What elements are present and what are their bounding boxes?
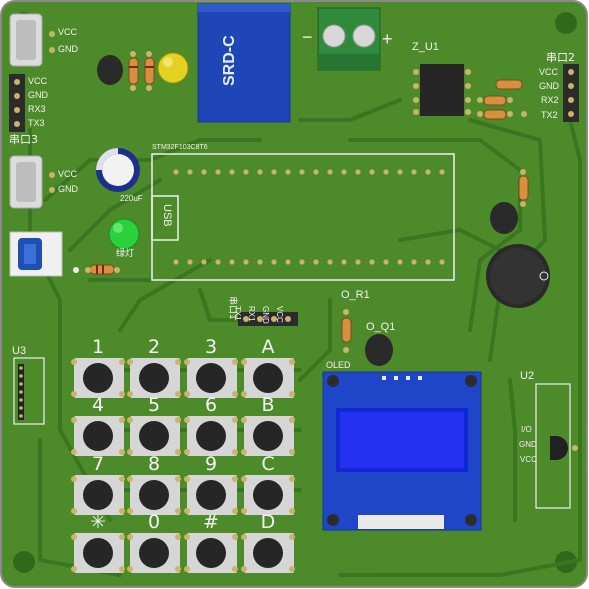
transistor bbox=[365, 334, 393, 366]
keypad-label-6: 6 bbox=[204, 394, 218, 416]
keypad-label-9: 9 bbox=[204, 453, 218, 475]
yellow-led bbox=[157, 52, 189, 84]
keypad-label-2: 2 bbox=[147, 336, 161, 358]
u2-pin-vcc: VCC bbox=[520, 455, 537, 464]
resistor bbox=[477, 109, 513, 120]
keypad-label-1: 1 bbox=[91, 336, 105, 358]
z-u1-chip bbox=[420, 64, 464, 116]
o-r1-label: O_R1 bbox=[341, 289, 370, 301]
transistor bbox=[490, 202, 518, 234]
resistor bbox=[144, 51, 155, 91]
keypad-label-4: 4 bbox=[91, 394, 105, 416]
keypad-label-A: A bbox=[261, 336, 275, 358]
keypad-label-7: 7 bbox=[91, 453, 105, 475]
resistor bbox=[518, 169, 529, 207]
ser2-title: 串口2 bbox=[546, 51, 575, 64]
keypad-button-B[interactable] bbox=[241, 416, 295, 456]
resistor bbox=[495, 79, 523, 90]
oled-display bbox=[322, 371, 482, 531]
keypad-label-hash: # bbox=[203, 511, 219, 533]
keypad-button-9[interactable] bbox=[184, 475, 238, 515]
resistor bbox=[85, 264, 120, 275]
keypad bbox=[71, 358, 295, 573]
ser1-title: 串口1 bbox=[227, 296, 237, 320]
terminal-plus: + bbox=[382, 29, 393, 49]
mount-hole bbox=[13, 551, 35, 573]
relay bbox=[197, 3, 291, 123]
u2-label: U2 bbox=[520, 370, 535, 382]
keypad-label-3: 3 bbox=[204, 336, 218, 358]
green-led-label: 绿灯 bbox=[116, 249, 135, 259]
serial2-header bbox=[563, 64, 579, 122]
gnd1-label: GND bbox=[58, 44, 78, 54]
vcc1-label: VCC bbox=[58, 27, 78, 37]
u3-label: U3 bbox=[12, 345, 27, 357]
ser2-rx-label: RX2 bbox=[541, 95, 559, 105]
keypad-button-2[interactable] bbox=[127, 358, 181, 398]
serial1-header bbox=[238, 312, 298, 326]
serial1-labels: TX1 RX1 GND VCC bbox=[233, 290, 299, 324]
ser3-vcc-label: VCC bbox=[28, 76, 48, 86]
keypad-button-6[interactable] bbox=[184, 416, 238, 456]
keypad-button-0[interactable] bbox=[127, 533, 181, 573]
keypad-button-A[interactable] bbox=[241, 358, 295, 398]
capacitor-label: 220uF bbox=[120, 194, 143, 203]
keypad-button-4[interactable] bbox=[71, 416, 125, 456]
keypad-button-5[interactable] bbox=[127, 416, 181, 456]
z-u1-label: Z_U1 bbox=[412, 41, 439, 53]
keypad-label-8: 8 bbox=[147, 453, 161, 475]
u2-sensor bbox=[535, 383, 578, 509]
resistor bbox=[128, 51, 139, 91]
u2-pin-gnd: GND bbox=[519, 440, 537, 449]
keypad-label-star: ✳ bbox=[90, 511, 106, 533]
o-q1-label: O_Q1 bbox=[366, 321, 396, 333]
keypad-button-✳[interactable] bbox=[71, 533, 125, 573]
ser2-gnd-label: GND bbox=[539, 81, 559, 91]
keypad-button-7[interactable] bbox=[71, 475, 125, 515]
capacitor-220uf bbox=[96, 148, 140, 192]
keypad-label-5: 5 bbox=[147, 394, 161, 416]
keypad-label-C: C bbox=[261, 453, 275, 475]
u2-pin-io: I/O bbox=[521, 425, 532, 434]
terminal-minus: − bbox=[302, 27, 313, 47]
vcc2-label: VCC bbox=[58, 169, 78, 179]
resistor bbox=[341, 309, 352, 353]
keypad-button-8[interactable] bbox=[127, 475, 181, 515]
keypad-button-D[interactable] bbox=[241, 533, 295, 573]
keypad-button-C[interactable] bbox=[241, 475, 295, 515]
mcu-pins bbox=[173, 169, 445, 265]
ser2-vcc-label: VCC bbox=[539, 67, 559, 77]
keypad-label-B: B bbox=[261, 394, 275, 416]
serial3-header bbox=[9, 74, 25, 132]
usb-label: USB bbox=[161, 204, 173, 227]
ser2-tx-label: TX2 bbox=[541, 110, 558, 120]
gnd2-label: GND bbox=[58, 184, 78, 194]
ser3-gnd-label: GND bbox=[28, 90, 48, 100]
green-led bbox=[108, 218, 140, 250]
relay-label: SRD-C bbox=[221, 35, 238, 86]
keypad-label-0: 0 bbox=[147, 511, 161, 533]
ser1-pin-gnd: GND bbox=[261, 306, 270, 324]
resistor bbox=[477, 95, 513, 106]
keypad-button-1[interactable] bbox=[71, 358, 125, 398]
oled-label: OLED bbox=[326, 360, 351, 370]
keypad-button-#[interactable] bbox=[184, 533, 238, 573]
keypad-button-3[interactable] bbox=[184, 358, 238, 398]
ser3-tx-label: TX3 bbox=[28, 118, 45, 128]
mcu-label: STM32F103C8T6 bbox=[152, 144, 208, 151]
transistor bbox=[97, 55, 123, 85]
ser3-rx-label: RX3 bbox=[28, 104, 46, 114]
mount-hole bbox=[555, 12, 577, 34]
ser3-title: 串口3 bbox=[9, 133, 38, 146]
u3-module bbox=[13, 357, 45, 425]
keypad-label-D: D bbox=[260, 511, 276, 533]
ser1-pin-rx1: RX1 bbox=[247, 306, 256, 322]
ser1-pin-vcc: VCC bbox=[275, 306, 284, 323]
